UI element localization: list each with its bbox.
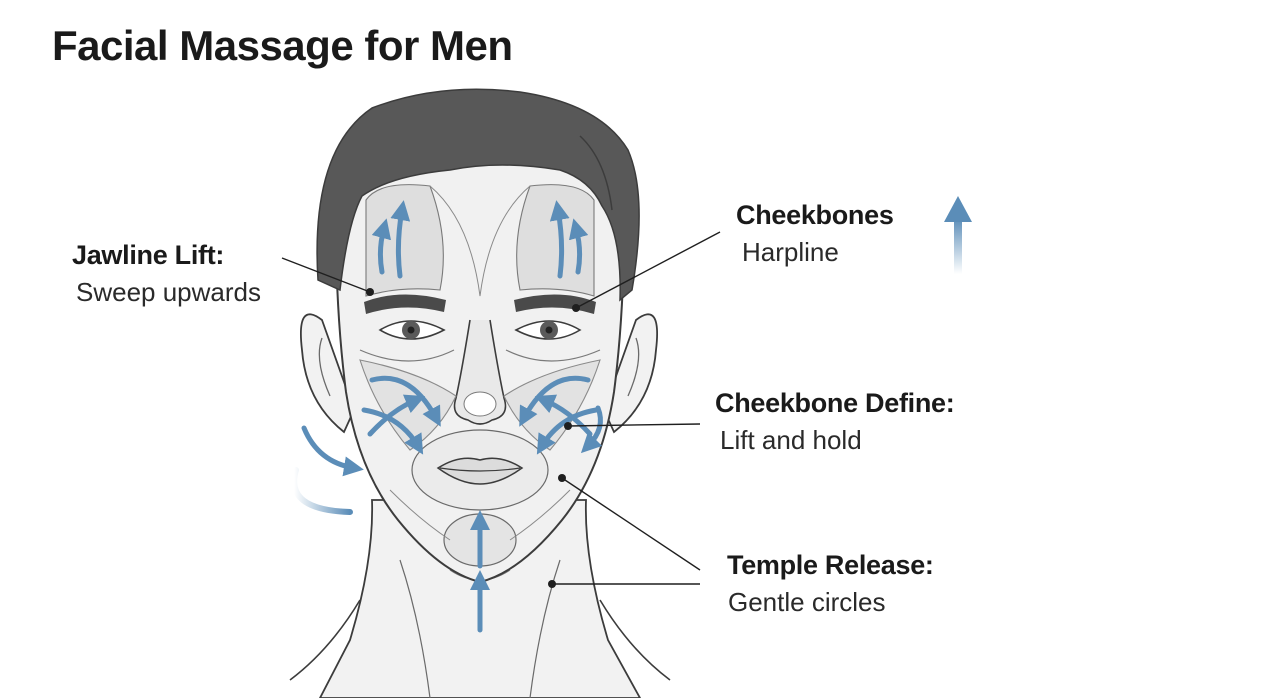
up-arrow-icon	[944, 196, 972, 274]
jawline-lift-detail: Sweep upwards	[76, 277, 261, 307]
leader-lines	[281, 231, 721, 585]
cheekbones-detail: Harpline	[742, 237, 839, 267]
temple-release-label: Temple Release: Gentle circles	[727, 550, 934, 618]
left-eye	[359, 320, 455, 362]
hair	[316, 88, 640, 302]
jawline-lift-heading: Jawline Lift:	[72, 240, 225, 270]
cheekbone-define-detail: Lift and hold	[720, 425, 862, 455]
cheekbones-heading: Cheekbones	[736, 200, 894, 230]
left-ear	[300, 313, 355, 434]
massage-arrow-icon	[301, 200, 603, 633]
leader-dots	[366, 288, 580, 588]
left-eyebrow	[364, 294, 446, 314]
temple-release-heading: Temple Release:	[727, 550, 934, 580]
temple-release-detail: Gentle circles	[728, 587, 886, 617]
right-eye	[505, 320, 601, 362]
page-title: Facial Massage for Men	[52, 22, 513, 69]
cheekbone-define-label: Cheekbone Define: Lift and hold	[715, 388, 955, 456]
cheekbone-define-heading: Cheekbone Define:	[715, 388, 955, 418]
jawline-lift-label: Jawline Lift: Sweep upwards	[72, 240, 261, 308]
cheekbones-label: Cheekbones Harpline	[736, 200, 894, 268]
